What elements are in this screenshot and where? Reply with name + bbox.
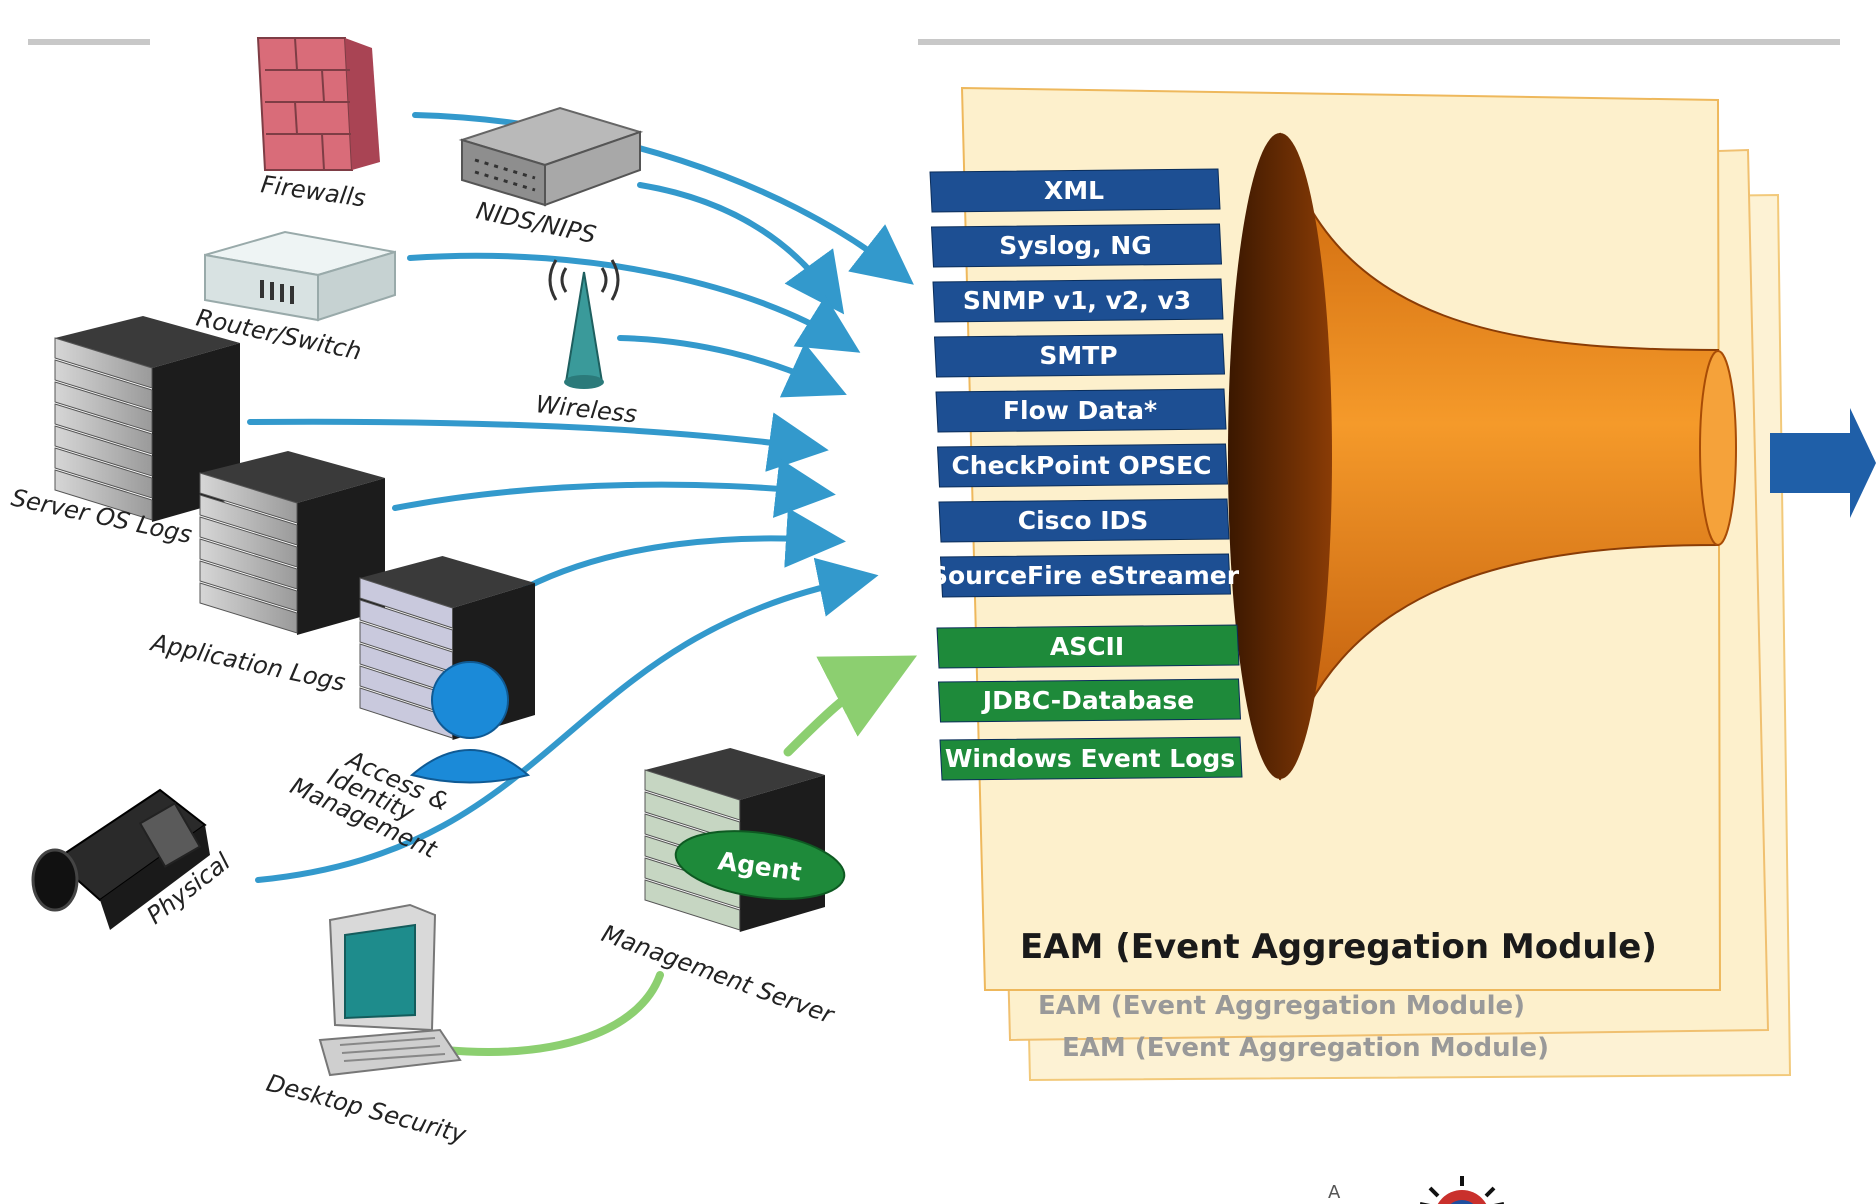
- label-firewalls: Firewalls: [259, 170, 367, 212]
- eam-secondary-label: EAM (Event Aggregation Module): [1038, 991, 1525, 1021]
- user-person-icon: [409, 661, 531, 784]
- funnel: [1228, 132, 1737, 781]
- protocol-badge: [936, 443, 1229, 488]
- agent-badge: Agent: [674, 830, 846, 900]
- protocol-label: Cisco IDS: [1018, 506, 1149, 535]
- protocol-label: Flow Data*: [1003, 396, 1157, 425]
- protocol-item: SMTP: [933, 333, 1226, 378]
- protocol-badge: [939, 736, 1243, 781]
- footer-mark: A: [1328, 1182, 1341, 1203]
- protocol-item: Flow Data*: [935, 388, 1227, 433]
- label-app-logs: Application Logs: [147, 628, 348, 697]
- label-desktop: Desktop Security: [263, 1069, 469, 1149]
- protocol-item: JDBC-Database: [937, 678, 1242, 723]
- desktop-computer-icon: [318, 903, 462, 1077]
- output-arrow: [1770, 408, 1876, 518]
- protocol-badge: [936, 624, 1240, 669]
- protocol-item: ASCII: [936, 624, 1240, 669]
- flow-arrow-agent: [783, 655, 918, 757]
- funnel-outlet: [1699, 350, 1737, 546]
- flow-arrow-router: [407, 252, 861, 353]
- eam-primary-label: EAM (Event Aggregation Module): [1020, 927, 1657, 967]
- funnel-mouth: [1228, 133, 1332, 779]
- flow-arrow-physical: [255, 557, 879, 883]
- protocol-item: SourceFire eStreamer: [930, 553, 1240, 598]
- protocol-item: Cisco IDS: [938, 498, 1230, 543]
- protocol-badge: [930, 223, 1223, 268]
- server-os-rack: [54, 316, 240, 522]
- protocol-item: CheckPoint OPSEC: [936, 443, 1229, 488]
- protocol-item: SNMP v1, v2, v3: [932, 278, 1224, 323]
- protocol-list: XML Syslog, NG SNMP v1, v2, v3 SMTP Flow Dat…: [929, 168, 1243, 781]
- protocol-label: CheckPoint OPSEC: [951, 451, 1211, 480]
- security-camera-icon: [31, 788, 210, 930]
- protocol-badge: [935, 388, 1227, 433]
- protocol-badge: [933, 333, 1226, 378]
- application-rack: [199, 451, 385, 635]
- protocol-badge: [939, 553, 1232, 598]
- protocol-label: SMTP: [1039, 341, 1117, 370]
- protocol-label: Windows Event Logs: [945, 744, 1235, 773]
- flow-arrow-firewalls: [412, 112, 914, 285]
- label-nids: NIDS/NIPS: [474, 196, 599, 249]
- protocol-label: ASCII: [1050, 632, 1124, 661]
- flow-arrow-wireless: [617, 335, 847, 398]
- flow-arrow-nids: [637, 182, 845, 315]
- protocol-item: Syslog, NG: [930, 223, 1223, 268]
- flow-arrow-access: [522, 507, 846, 591]
- protocol-label: JDBC-Database: [981, 686, 1194, 715]
- wireless-icon: [548, 259, 620, 389]
- flow-arrow-server-os: [247, 412, 829, 472]
- protocol-badge: [932, 278, 1224, 323]
- flow-arrow-app-logs: [392, 458, 836, 518]
- nids-device-icon: [458, 106, 644, 207]
- protocol-item: Windows Event Logs: [939, 736, 1243, 781]
- firewall-icon: [256, 37, 380, 171]
- protocol-badge: [937, 678, 1242, 723]
- protocol-label: SNMP v1, v2, v3: [963, 286, 1191, 315]
- protocol-badge: [938, 498, 1230, 543]
- protocol-label: Syslog, NG: [999, 231, 1151, 260]
- flow-arrow-desktop: [441, 971, 664, 1056]
- protocol-label: SourceFire eStreamer: [930, 561, 1240, 590]
- label-access: Access &IdentityManagement: [286, 728, 463, 864]
- protocol-label: XML: [1044, 176, 1104, 205]
- flow-arrows: [247, 112, 918, 1056]
- protocol-item: XML: [929, 168, 1221, 213]
- ibm-smarter-planet-icon: [1420, 1176, 1504, 1204]
- eam-tertiary-label: EAM (Event Aggregation Module): [1062, 1033, 1549, 1063]
- protocol-badge: [929, 168, 1221, 213]
- label-wireless: Wireless: [534, 390, 638, 428]
- router-switch-icon: [204, 230, 396, 322]
